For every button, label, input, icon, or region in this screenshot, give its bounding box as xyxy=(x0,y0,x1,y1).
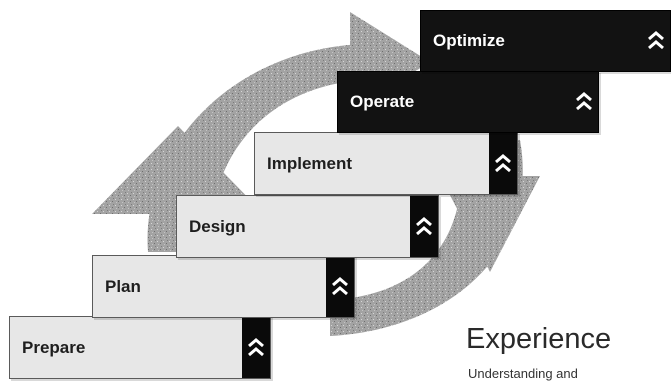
step-optimize: Optimize xyxy=(420,10,671,72)
double-chevron-up-icon xyxy=(570,72,598,132)
step-label: Design xyxy=(189,216,246,236)
double-chevron-up-icon xyxy=(326,256,354,317)
cycle-arrowhead-right xyxy=(440,176,540,272)
step-label: Implement xyxy=(267,153,353,173)
experience-heading: Experience xyxy=(466,323,612,355)
step-plan: Plan xyxy=(92,255,355,318)
step-prepare: Prepare xyxy=(9,316,271,379)
experience-subtext: Understanding and xyxy=(468,366,578,381)
double-chevron-up-icon xyxy=(642,11,670,71)
double-chevron-up-icon xyxy=(489,133,517,194)
step-label: Plan xyxy=(105,276,141,296)
double-chevron-up-icon xyxy=(410,196,438,257)
step-label: Optimize xyxy=(433,31,505,50)
step-design: Design xyxy=(176,195,439,258)
cycle-arrowhead-left xyxy=(92,126,264,214)
step-operate: Operate xyxy=(337,71,599,133)
double-chevron-up-icon xyxy=(242,317,270,378)
step-label: Prepare xyxy=(22,337,86,357)
step-implement: Implement xyxy=(254,132,518,195)
step-label: Operate xyxy=(350,92,415,111)
